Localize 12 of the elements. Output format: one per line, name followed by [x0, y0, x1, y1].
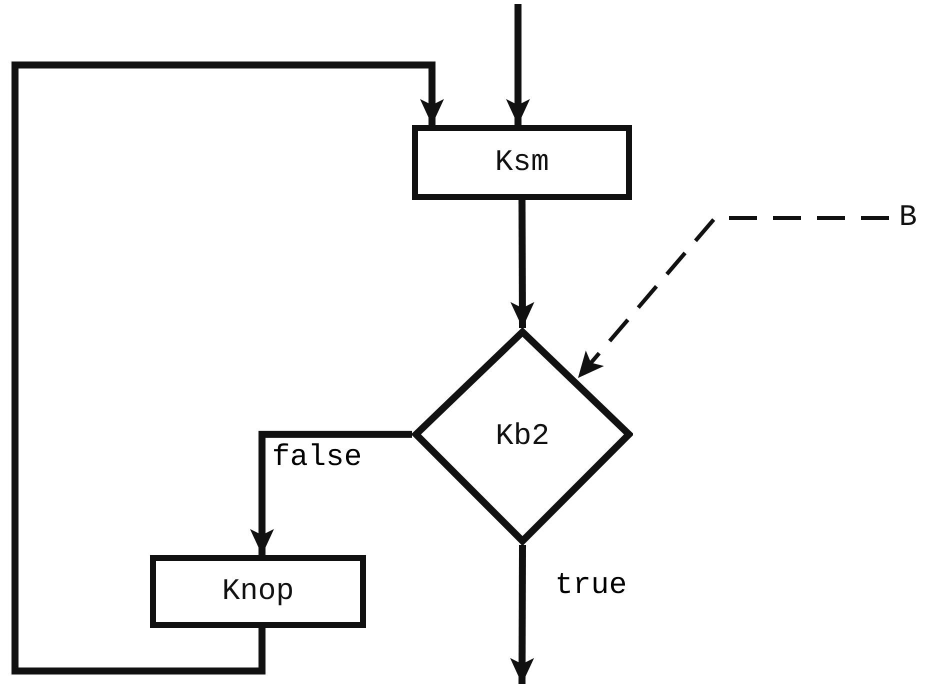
process-box [412, 125, 632, 200]
process-box [150, 555, 366, 628]
arrow [12, 62, 444, 674]
condition-text: Kb2 [495, 420, 550, 454]
step-text: Ksm [494, 146, 549, 180]
callout-letter: B [898, 201, 917, 235]
arrow [506, 4, 530, 125]
arrow [510, 200, 534, 328]
step-text: Knop [222, 574, 294, 608]
arrow [510, 544, 534, 684]
arrow [250, 430, 412, 555]
dashed-arrow [576, 216, 889, 380]
